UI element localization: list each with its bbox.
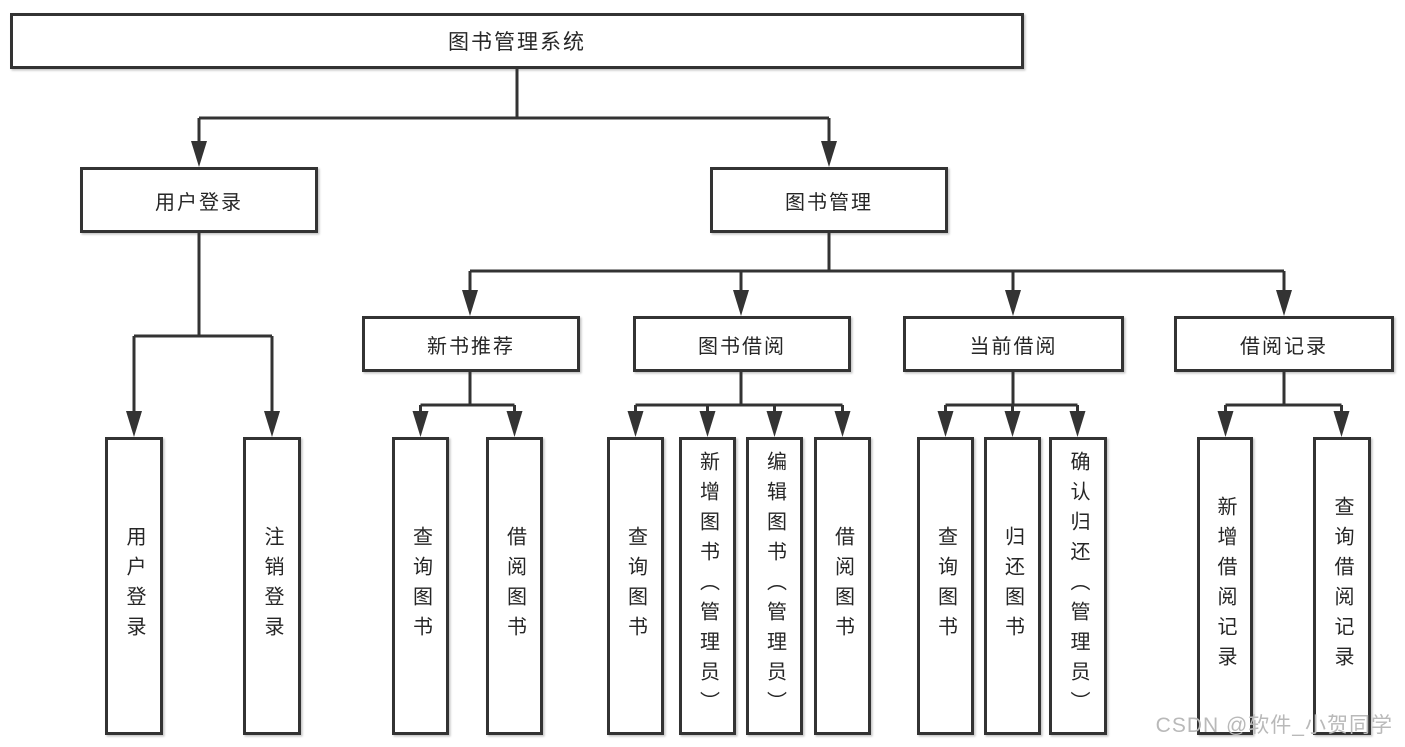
node-label: 图书管理系统 <box>448 31 586 54</box>
node-label: 归还图书 <box>1001 526 1024 646</box>
node-label: 查询图书 <box>624 526 647 646</box>
node-br-add-record: 新增借阅记录 <box>1197 437 1253 735</box>
node-label: 查询借阅记录 <box>1331 496 1353 676</box>
node-nb-borrow-books: 借阅图书 <box>486 437 543 735</box>
node-label: 编辑图书（管理员） <box>763 451 786 721</box>
connector-paths <box>132 69 1343 430</box>
node-book-management: 图书管理 <box>710 167 948 233</box>
node-label: 查询图书 <box>409 526 432 646</box>
node-label: 图书借阅 <box>698 335 786 358</box>
node-cb-return-books: 归还图书 <box>984 437 1041 735</box>
node-bb-edit-books-admin: 编辑图书（管理员） <box>746 437 803 735</box>
node-user-login-action: 用户登录 <box>105 437 163 735</box>
node-user-login: 用户登录 <box>80 167 318 233</box>
node-label: 用户登录 <box>155 191 243 214</box>
node-label: 新增借阅记录 <box>1214 496 1236 676</box>
node-label: 确认归还（管理员） <box>1067 451 1089 721</box>
node-label: 借阅图书 <box>503 526 526 646</box>
node-bb-add-books-admin: 新增图书（管理员） <box>679 437 736 735</box>
csdn-watermark: CSDN @软件_小贺同学 <box>1155 714 1393 737</box>
node-borrow-records: 借阅记录 <box>1174 316 1394 372</box>
node-new-book-recommend: 新书推荐 <box>362 316 580 372</box>
node-book-borrow: 图书借阅 <box>633 316 851 372</box>
node-label: 当前借阅 <box>969 335 1058 358</box>
node-label: 图书管理 <box>785 191 873 214</box>
node-bb-query-books: 查询图书 <box>607 437 664 735</box>
node-label: 用户登录 <box>123 526 145 646</box>
node-root: 图书管理系统 <box>10 13 1024 69</box>
node-label: 借阅图书 <box>831 526 854 646</box>
node-br-query-record: 查询借阅记录 <box>1313 437 1371 735</box>
node-cb-query-books: 查询图书 <box>917 437 974 735</box>
node-label: 新增图书（管理员） <box>696 451 719 721</box>
node-logout-action: 注销登录 <box>243 437 301 735</box>
node-nb-query-books: 查询图书 <box>392 437 449 735</box>
node-label: 借阅记录 <box>1240 335 1328 358</box>
node-bb-borrow-books: 借阅图书 <box>814 437 871 735</box>
node-label: 新书推荐 <box>427 335 515 358</box>
node-label: 查询图书 <box>934 526 957 646</box>
node-label: 注销登录 <box>261 526 283 646</box>
node-cb-confirm-return-admin: 确认归还（管理员） <box>1049 437 1107 735</box>
node-current-borrow: 当前借阅 <box>903 316 1124 372</box>
